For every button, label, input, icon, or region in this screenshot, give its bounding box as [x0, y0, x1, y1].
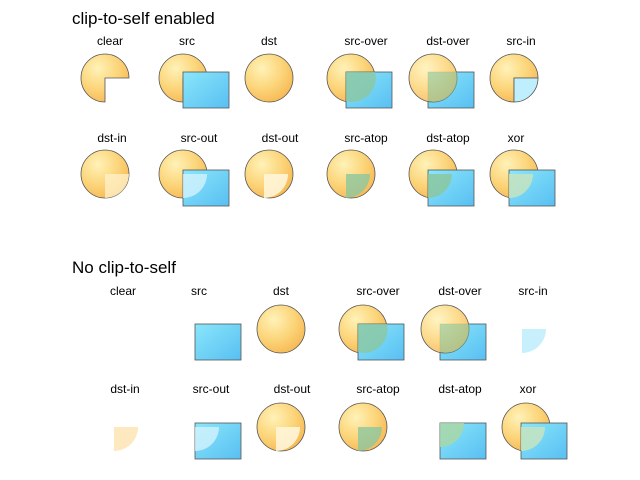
tile-src-out-noclip	[194, 422, 242, 460]
tile-src-over-noclip	[338, 304, 405, 361]
label-dst-2: dst	[273, 284, 290, 298]
label-src-in-1: src-in	[506, 34, 535, 48]
src-in-quarter	[513, 77, 539, 103]
label-dst-out-2: dst-out	[274, 382, 311, 396]
xor-quarter	[509, 174, 533, 198]
label-dst-atop-1: dst-atop	[426, 131, 470, 145]
dst-out-quarter	[264, 174, 288, 198]
label-xor-1: xor	[508, 131, 525, 145]
label-dst-out-1: dst-out	[262, 131, 299, 145]
dst-circle-shape	[80, 53, 130, 103]
xor-quarter	[521, 427, 545, 451]
label-dst-atop-2: dst-atop	[438, 382, 482, 396]
label-xor-2: xor	[520, 382, 537, 396]
label-src-over-1: src-over	[344, 34, 387, 48]
dst-in-quarter	[114, 427, 138, 451]
label-dst-1: dst	[261, 34, 278, 48]
label-src-atop-2: src-atop	[356, 382, 400, 396]
dst-atop-quarter	[428, 174, 452, 198]
label-src-out-2: src-out	[193, 382, 230, 396]
label-src-1: src	[179, 34, 195, 48]
tile-dst-out-clip	[244, 149, 294, 199]
overlap-region	[428, 72, 458, 103]
tile-src-noclip	[194, 323, 242, 361]
src-in-quarter	[522, 329, 546, 353]
dst-circle-shape	[256, 304, 306, 354]
tile-src-out-clip	[158, 149, 230, 207]
tile-src-over-clip	[326, 53, 393, 109]
tile-clear-clip	[80, 53, 130, 103]
dst-circle-shape	[244, 53, 294, 103]
section-title-2: No clip-to-self	[72, 258, 176, 277]
tile-dst-over-clip	[408, 53, 475, 109]
label-clear-2: clear	[110, 284, 136, 298]
label-src-over-2: src-over	[356, 284, 399, 298]
overlap-region	[440, 324, 470, 354]
tile-src-clip	[158, 53, 230, 109]
label-clear-1: clear	[97, 34, 123, 48]
src-rect-shape	[182, 71, 230, 109]
tile-src-atop-noclip	[338, 402, 388, 452]
label-dst-in-1: dst-in	[97, 131, 126, 145]
tile-dst-atop-clip	[408, 149, 475, 207]
tile-dst-noclip	[256, 304, 306, 354]
src-out-quarter	[195, 427, 219, 451]
label-dst-over-2: dst-over	[438, 284, 481, 298]
label-src-in-2: src-in	[518, 284, 547, 298]
tile-dst-clip	[244, 53, 294, 103]
dst-circle-shape	[158, 53, 208, 103]
overlap-region	[358, 324, 388, 354]
src-atop-quarter	[346, 174, 370, 198]
label-dst-in-2: dst-in	[110, 382, 139, 396]
tile-xor-clip	[489, 149, 556, 207]
label-src-out-1: src-out	[181, 131, 218, 145]
src-out-quarter	[183, 174, 207, 198]
tile-dst-atop-noclip	[439, 422, 487, 460]
label-src-2: src	[191, 284, 207, 298]
dst-in-quarter	[105, 174, 129, 198]
tile-dst-in-clip	[80, 149, 130, 199]
label-dst-over-1: dst-over	[426, 34, 469, 48]
overlap-region	[346, 72, 376, 103]
tile-dst-out-noclip	[256, 402, 306, 452]
dst-circle-shape	[489, 53, 539, 103]
label-src-atop-1: src-atop	[344, 131, 388, 145]
tile-dst-over-noclip	[420, 304, 487, 361]
tile-src-in-clip	[489, 53, 539, 103]
tile-src-atop-clip	[326, 149, 376, 199]
tile-src-in-noclip	[522, 329, 546, 353]
tile-dst-in-noclip	[114, 427, 138, 451]
section-title-1: clip-to-self enabled	[72, 9, 215, 28]
dst-out-quarter	[276, 427, 300, 451]
dst-atop-quarter	[440, 423, 464, 447]
src-atop-quarter	[358, 427, 382, 451]
src-rect-shape	[194, 323, 242, 361]
tile-xor-noclip	[501, 402, 568, 460]
